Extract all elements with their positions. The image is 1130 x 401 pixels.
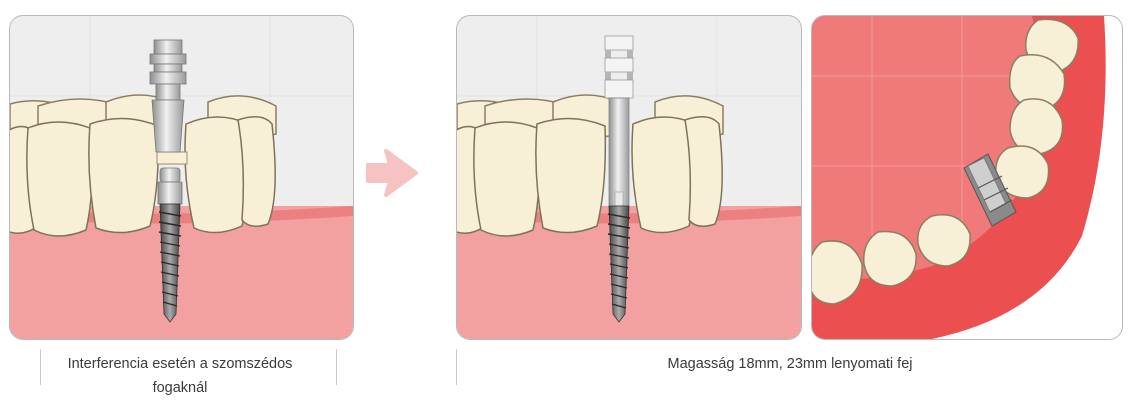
caption-interference: Interferencia esetén a szomszédos fogakn… — [40, 352, 320, 400]
interference-illustration — [10, 16, 353, 339]
front-teeth — [10, 117, 275, 236]
panel-long-coping — [456, 15, 802, 340]
front-teeth — [457, 117, 722, 236]
caption-height: Magasság 18mm, 23mm lenyomati fej — [560, 352, 1020, 376]
long-coping-illustration — [457, 16, 801, 339]
panel-occlusal-view — [811, 15, 1123, 340]
caption-divider-mid — [336, 349, 337, 385]
arrow-right-icon — [364, 147, 420, 199]
long-impression-coping — [605, 36, 633, 206]
caption-divider-right — [456, 349, 457, 385]
panel-interference — [9, 15, 354, 340]
occlusal-view-illustration — [812, 16, 1122, 339]
